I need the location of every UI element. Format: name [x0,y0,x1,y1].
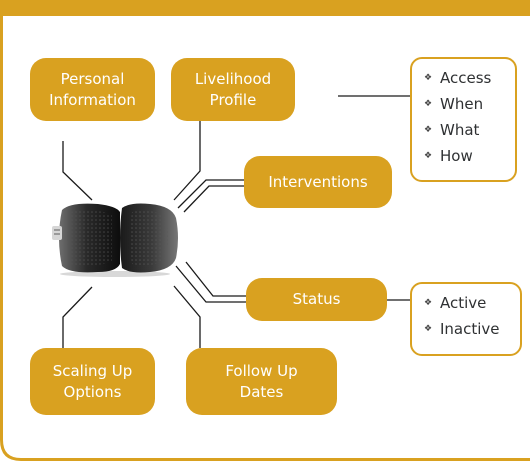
node-status-label: Status [292,290,341,308]
node-scaling-up-options: Scaling Up Options [30,348,155,415]
status-values-list: ❖ Active ❖ Inactive [424,290,512,342]
connector-livelihood-profile [173,121,201,201]
connector-interventions-a [177,179,244,209]
connector-personal-information [62,141,93,201]
node-follow-up-dates-label: Follow Up Dates [225,361,298,401]
connector-follow-up [173,285,201,348]
status-active: Active [440,294,487,312]
node-scaling-up-options-label: Scaling Up Options [52,361,133,401]
livelihood-details-box: ❖ Access ❖ When ❖ What ❖ How [410,57,517,182]
node-personal-information-label: Personal Information [49,69,136,109]
detail-how: How [440,147,473,165]
livelihood-details-list: ❖ Access ❖ When ❖ What ❖ How [424,65,507,169]
list-item: ❖ Active [424,290,512,316]
diamond-bullet-icon: ❖ [424,125,433,135]
node-livelihood-profile-label: Livelihood Profile [194,69,272,109]
node-interventions-label: Interventions [268,172,368,191]
connector-status-b [185,261,246,297]
list-item: ❖ What [424,117,507,143]
connector-status-a [175,265,246,303]
detail-when: When [440,95,484,113]
list-item: ❖ How [424,143,507,169]
speaker-image [52,203,178,277]
node-interventions: Interventions [244,156,392,208]
detail-access: Access [440,69,492,87]
connector-interventions-b [183,185,244,213]
diamond-bullet-icon: ❖ [424,99,433,109]
outer-frame [0,16,530,461]
status-inactive: Inactive [440,320,500,338]
diamond-bullet-icon: ❖ [424,298,433,308]
diamond-bullet-icon: ❖ [424,151,433,161]
detail-what: What [440,121,480,139]
node-status: Status [246,278,387,321]
diamond-bullet-icon: ❖ [424,73,433,83]
list-item: ❖ Inactive [424,316,512,342]
node-livelihood-profile: Livelihood Profile [171,58,295,121]
header-bar [0,0,530,16]
node-personal-information: Personal Information [30,58,155,121]
connector-scaling-up [62,286,93,348]
status-values-box: ❖ Active ❖ Inactive [410,282,522,356]
list-item: ❖ When [424,91,507,117]
diamond-bullet-icon: ❖ [424,324,433,334]
node-follow-up-dates: Follow Up Dates [186,348,337,415]
list-item: ❖ Access [424,65,507,91]
